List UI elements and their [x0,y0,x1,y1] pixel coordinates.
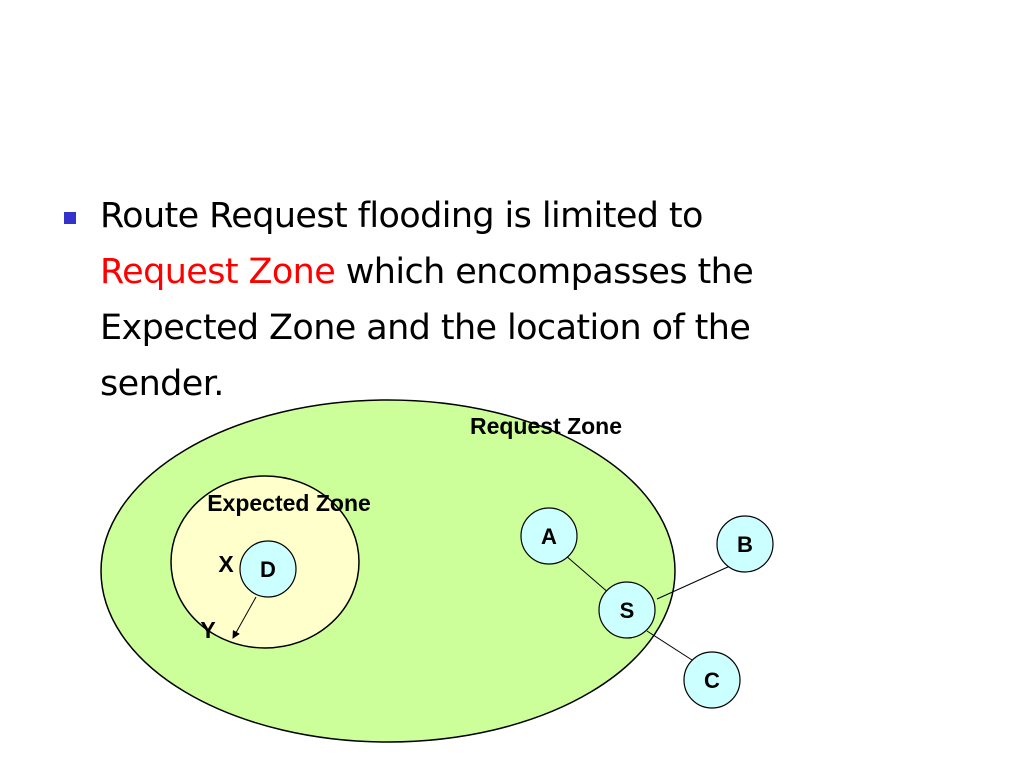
node-a-label: A [541,524,557,549]
node-c-label: C [704,668,720,693]
link-a-s [564,554,611,595]
node-b: B [716,515,774,573]
node-s: S [598,581,656,639]
request-zone-highlight: Request Zone [100,252,336,292]
bullet-line-4: sender. [100,364,224,404]
node-a: A [520,507,578,565]
point-x-label: X [218,551,234,577]
bullet-line-2: Request Zone which encompasses the [100,244,920,300]
bullet-line-3: Expected Zone and the location of the [100,308,751,348]
movement-arrow [232,596,257,639]
node-b-label: B [737,532,753,557]
link-s-b [656,565,731,600]
bullet-line-1: Route Request flooding is limited to [100,196,703,236]
link-s-c [646,630,693,661]
node-d-label: D [260,557,276,582]
bullet-line-2-rest: which encompasses the [335,252,754,292]
node-s-label: S [620,598,635,623]
bullet-square-icon [64,212,76,224]
bullet-paragraph: Route Request flooding is limited to Req… [100,188,920,412]
node-c: C [683,651,741,709]
request-zone-label: Request Zone [470,413,622,439]
point-y-label: Y [200,617,215,643]
node-d: D [239,540,297,598]
expected-zone-label: Expected Zone [207,490,371,516]
